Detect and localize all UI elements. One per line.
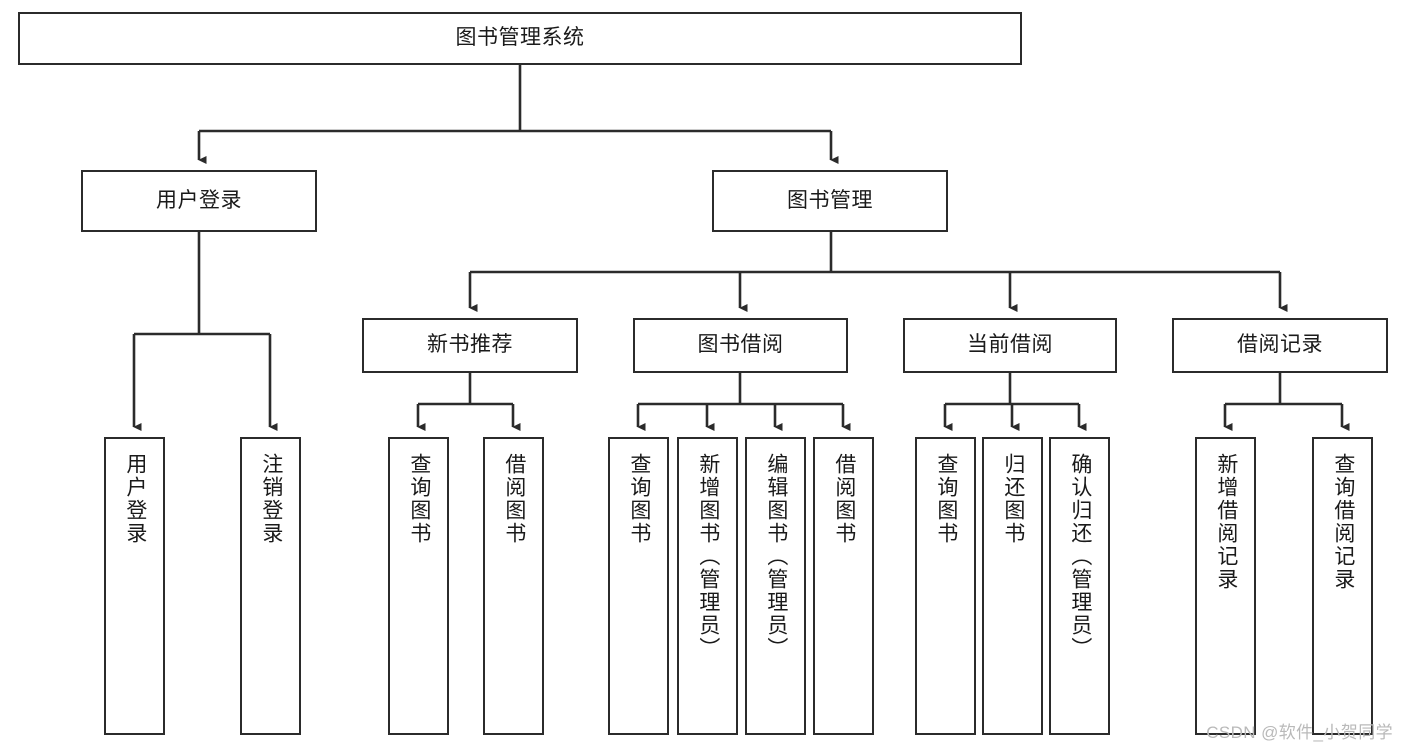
- node-label: 图书借阅: [697, 333, 784, 357]
- leaf-new-book-borrow[interactable]: 借阅图书: [483, 437, 544, 735]
- node-label: 注销登录: [259, 453, 283, 545]
- node-new-book-recommend[interactable]: 新书推荐: [362, 318, 578, 373]
- node-root-library-system[interactable]: 图书管理系统: [18, 12, 1022, 65]
- node-user-login[interactable]: 用户登录: [81, 170, 317, 232]
- leaf-user-login-signout[interactable]: 注销登录: [240, 437, 301, 735]
- node-label: 图书管理系统: [455, 26, 585, 50]
- leaf-current-query-book[interactable]: 查询图书: [915, 437, 976, 735]
- node-label: 借阅记录: [1237, 333, 1323, 357]
- leaf-borrow-add-book-admin[interactable]: 新增图书（管理员）: [677, 437, 738, 735]
- node-label: 用户登录: [123, 453, 147, 545]
- node-current-borrow[interactable]: 当前借阅: [903, 318, 1117, 373]
- node-label: 新书推荐: [427, 333, 513, 357]
- leaf-records-add-record[interactable]: 新增借阅记录: [1195, 437, 1256, 735]
- node-label: 归还图书: [1001, 453, 1025, 545]
- node-label: 借阅图书: [502, 453, 526, 545]
- node-label: 图书管理: [787, 188, 873, 212]
- leaf-new-book-query[interactable]: 查询图书: [388, 437, 449, 735]
- node-label: 编辑图书（管理员）: [764, 453, 788, 660]
- leaf-user-login-signin[interactable]: 用户登录: [104, 437, 165, 735]
- leaf-borrow-edit-book-admin[interactable]: 编辑图书（管理员）: [745, 437, 806, 735]
- node-label: 新增借阅记录: [1214, 453, 1238, 591]
- node-label: 查询图书: [627, 453, 651, 545]
- csdn-watermark: CSDN @软件_小贺同学: [1206, 723, 1393, 742]
- node-book-borrow[interactable]: 图书借阅: [633, 318, 848, 373]
- node-label: 当前借阅: [967, 333, 1053, 357]
- node-label: 新增图书（管理员）: [696, 453, 720, 660]
- node-label: 查询图书: [934, 453, 958, 545]
- leaf-borrow-borrow-book[interactable]: 借阅图书: [813, 437, 874, 735]
- leaf-current-return-book[interactable]: 归还图书: [982, 437, 1043, 735]
- node-label: 借阅图书: [832, 453, 856, 545]
- leaf-current-confirm-return-admin[interactable]: 确认归还（管理员）: [1049, 437, 1110, 735]
- node-label: 用户登录: [156, 188, 242, 212]
- node-borrow-records[interactable]: 借阅记录: [1172, 318, 1388, 373]
- node-label: 查询图书: [407, 453, 431, 545]
- node-book-management[interactable]: 图书管理: [712, 170, 948, 232]
- node-label: 确认归还（管理员）: [1068, 453, 1092, 660]
- leaf-borrow-query-book[interactable]: 查询图书: [608, 437, 669, 735]
- node-label: 查询借阅记录: [1331, 453, 1355, 591]
- leaf-records-query-record[interactable]: 查询借阅记录: [1312, 437, 1373, 735]
